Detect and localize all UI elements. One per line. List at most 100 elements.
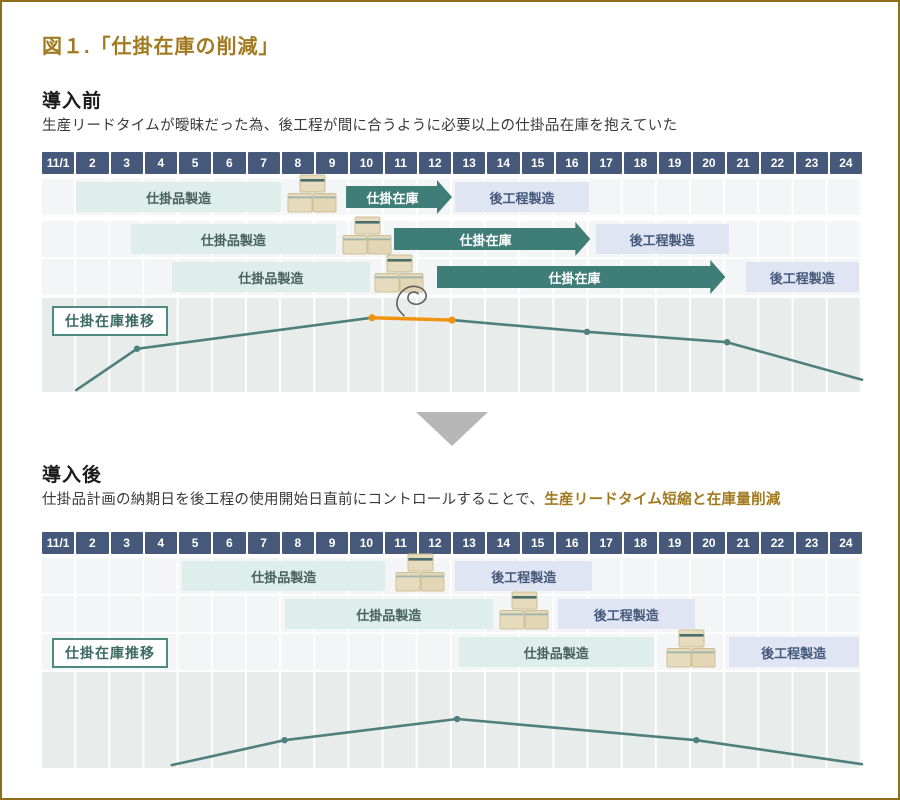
- trend-chart-band: 仕掛在庫推移: [42, 285, 864, 392]
- process-bar: 仕掛品製造: [182, 561, 386, 591]
- date-header-cell: 4: [144, 532, 177, 554]
- date-header-cell: 3: [110, 152, 143, 174]
- date-header-cell: 12: [418, 532, 451, 554]
- date-header-cell: 11: [384, 532, 417, 554]
- section-description-before: 生産リードタイムが曖昧だった為、後工程が間に合うように必要以上の仕掛品在庫を抱え…: [42, 118, 678, 134]
- date-header-cell: 20: [692, 532, 725, 554]
- date-header-cell: 16: [555, 532, 588, 554]
- date-header-cell: 8: [281, 532, 314, 554]
- date-header-cell: 7: [247, 532, 280, 554]
- trend-polyline: [170, 717, 864, 767]
- stagnation-swirl-icon: [396, 285, 427, 317]
- date-header-cell: 20: [692, 152, 725, 174]
- date-header-cell: 3: [110, 532, 143, 554]
- stock-boxes-icon: [665, 627, 717, 669]
- trend-label: 仕掛在庫推移: [52, 306, 168, 336]
- trend-point: [583, 328, 591, 336]
- date-header-cell: 18: [624, 532, 657, 554]
- date-header-cell: 11: [384, 152, 417, 174]
- date-header-cell: 18: [624, 152, 657, 174]
- after-process-bar: 後工程製造: [728, 637, 859, 667]
- date-header-cell: 22: [761, 532, 794, 554]
- trend-point: [133, 345, 141, 352]
- date-header-cell: 17: [590, 152, 623, 174]
- date-header-cell: 24: [829, 532, 862, 554]
- trend-chart-band: [42, 672, 864, 768]
- after-process-bar: 後工程製造: [557, 599, 695, 629]
- date-header-cell: 13: [453, 152, 486, 174]
- after-process-bar: 後工程製造: [595, 224, 729, 254]
- trend-point: [723, 338, 731, 346]
- date-header-cell: 14: [487, 532, 520, 554]
- date-header-cell: 19: [658, 152, 691, 174]
- date-header-cell: 24: [829, 152, 862, 174]
- date-header-cell: 17: [590, 532, 623, 554]
- trend-point: [281, 736, 288, 744]
- date-header-cell: 6: [213, 152, 246, 174]
- date-header-cell: 14: [487, 152, 520, 174]
- stock-boxes-icon: [286, 172, 338, 214]
- stock-boxes-icon: [341, 214, 393, 256]
- trend-line-chart: [170, 715, 864, 767]
- stock-arrow-bar: 仕掛在庫: [346, 180, 452, 214]
- date-header-cell: 23: [795, 152, 828, 174]
- date-header-cell: 6: [213, 532, 246, 554]
- date-header-cell: 8: [281, 152, 314, 174]
- gantt-row: 仕掛品製造 仕掛在庫後工程製造: [42, 174, 862, 215]
- process-bar: 仕掛品製造: [130, 224, 336, 254]
- gantt-row: 仕掛品製造 仕掛在庫後工程製造: [42, 254, 862, 295]
- date-header-cell: 7: [247, 152, 280, 174]
- after-process-bar: 後工程製造: [745, 262, 859, 292]
- after-process-bar: 後工程製造: [455, 561, 593, 591]
- process-bar: 仕掛品製造: [171, 262, 370, 292]
- date-header-cell: 11/1: [42, 532, 75, 554]
- date-header-cell: 16: [555, 152, 588, 174]
- stock-boxes-icon: [394, 551, 446, 593]
- section-heading-after: 導入後: [42, 465, 103, 486]
- gantt-row: 仕掛品製造 後工程製造: [42, 629, 862, 670]
- date-header-cell: 19: [658, 532, 691, 554]
- date-header-cell: 2: [76, 152, 109, 174]
- after-process-bar: 後工程製造: [455, 182, 589, 212]
- stagnation-highlight-segment: [370, 316, 454, 322]
- section-description-after: 仕掛品計画の納期日を後工程の使用開始日直前にコントロールすることで、生産リードタ…: [42, 488, 781, 509]
- date-header-cell: 12: [418, 152, 451, 174]
- stagnation-highlight-point: [448, 316, 456, 324]
- stock-boxes-icon: [373, 252, 425, 294]
- gantt-row: 仕掛品製造 仕掛在庫後工程製造: [42, 216, 862, 257]
- date-header-cell: 5: [179, 152, 212, 174]
- stock-arrow-bar: 仕掛在庫: [437, 260, 726, 294]
- date-header-cell: 22: [761, 152, 794, 174]
- gantt-row: 仕掛品製造 後工程製造: [42, 553, 862, 594]
- gantt-row: 仕掛品製造 後工程製造: [42, 591, 862, 632]
- figure-title: 図１.「仕掛在庫の削減」: [42, 36, 280, 58]
- trend-line-chart: [74, 285, 864, 392]
- date-header-cell: 15: [521, 152, 554, 174]
- date-header-cell: 21: [727, 152, 760, 174]
- date-header-cell: 9: [316, 152, 349, 174]
- date-header-cell: 10: [350, 532, 383, 554]
- process-bar: 仕掛品製造: [458, 637, 654, 667]
- process-bar: 仕掛品製造: [284, 599, 493, 629]
- trend-label: 仕掛在庫推移: [52, 638, 168, 668]
- date-header-cell: 4: [144, 152, 177, 174]
- date-header-cell: 11/1: [42, 152, 75, 174]
- date-header-cell: 15: [521, 532, 554, 554]
- date-header-cell: 9: [316, 532, 349, 554]
- description-plain: 仕掛品計画の納期日を後工程の使用開始日直前にコントロールすることで、: [42, 492, 545, 508]
- stock-arrow-bar: 仕掛在庫: [394, 222, 590, 256]
- trend-point: [453, 715, 461, 723]
- date-header-cell: 13: [453, 532, 486, 554]
- process-bar: 仕掛品製造: [76, 182, 282, 212]
- date-header-cell: 23: [795, 532, 828, 554]
- stock-boxes-icon: [498, 589, 550, 631]
- section-heading-before: 導入前: [42, 91, 103, 112]
- trend-polyline: [74, 316, 864, 392]
- trend-point: [693, 736, 700, 744]
- date-header-cell: 10: [350, 152, 383, 174]
